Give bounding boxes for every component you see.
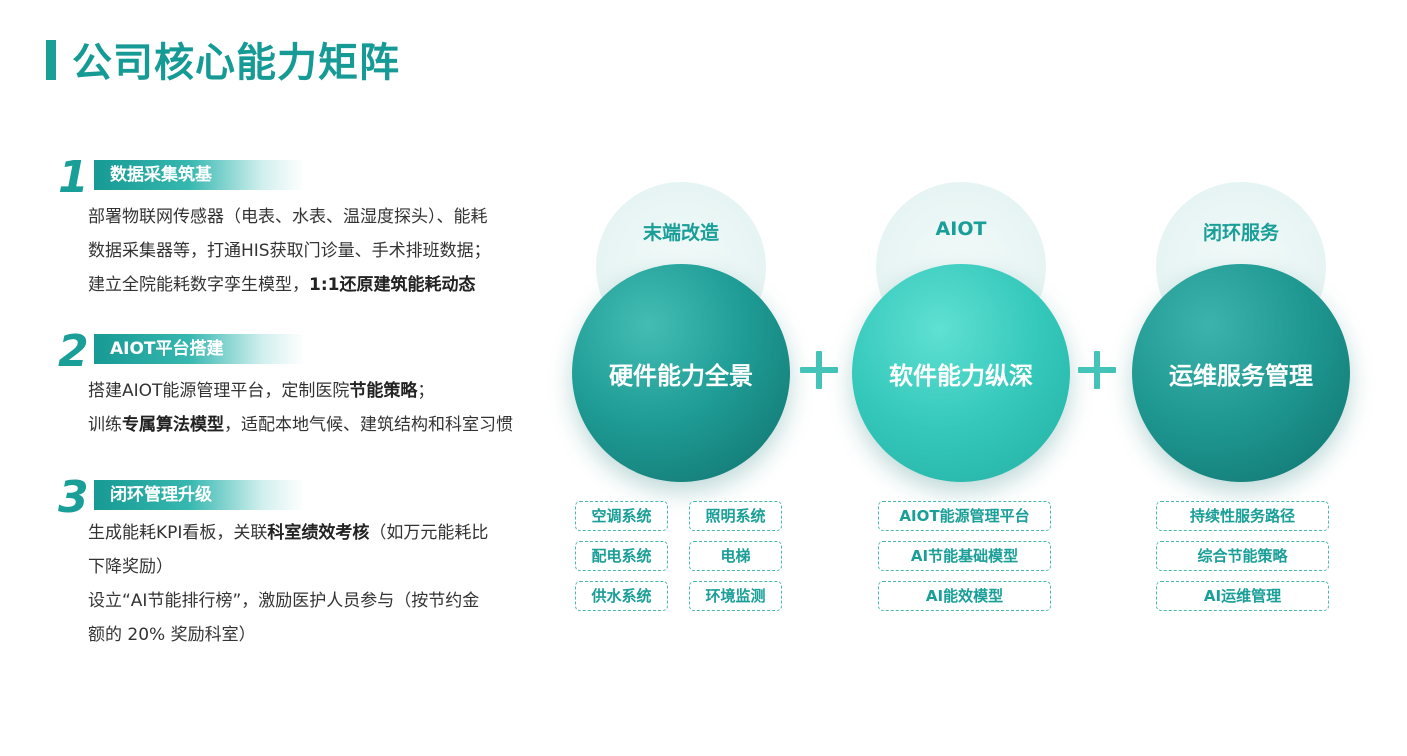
column-operations: 闭环服务 运维服务管理: [1130, 182, 1370, 622]
capability-tag: 空调系统: [575, 501, 668, 531]
body-text: ，适配本地气候、建筑结构和科室习惯: [224, 415, 513, 435]
body-text: 设立“AI节能排行榜”，激励医护人员参与（按节约金: [88, 591, 480, 611]
body-text: 训练: [88, 415, 122, 435]
capability-tag: 照明系统: [689, 501, 782, 531]
section-number: 3: [58, 472, 89, 523]
section-line: 生成能耗KPI看板，关联科室绩效考核（如万元能耗比: [88, 516, 488, 550]
section-number: 1: [58, 152, 89, 203]
halo-label: 末端改造: [642, 222, 719, 244]
title-accent-bar: [46, 40, 56, 80]
body-text: 建立全院能耗数字孪生模型，: [88, 275, 309, 295]
capability-tag: 供水系统: [575, 581, 668, 611]
body-text: ；: [417, 381, 435, 401]
capability-tag: AI节能基础模型: [878, 541, 1051, 571]
body-text: （如万元能耗比: [369, 523, 489, 543]
capability-tag: 持续性服务路径: [1156, 501, 1329, 531]
highlight-text: 1:1还原建筑能耗动态: [309, 275, 476, 295]
capability-circle: 软件能力纵深: [852, 264, 1070, 482]
section-body: 生成能耗KPI看板，关联科室绩效考核（如万元能耗比 下降奖励） 设立“AI节能排…: [88, 516, 488, 652]
section-line: 数据采集器等，打通HIS获取门诊量、手术排班数据；: [88, 234, 491, 268]
section-line: 训练专属算法模型，适配本地气候、建筑结构和科室习惯: [88, 408, 513, 442]
capability-tag: AI运维管理: [1156, 581, 1329, 611]
section-body: 部署物联网传感器（电表、水表、温湿度探头）、能耗 数据采集器等，打通HIS获取门…: [88, 200, 491, 302]
highlight-text: 专属算法模型: [122, 415, 224, 435]
capability-tag: AIOT能源管理平台: [878, 501, 1051, 531]
section-tag: 闭环管理升级: [94, 480, 304, 510]
body-text: 额的 20% 奖励科室）: [88, 625, 256, 645]
column-software: AIOT 软件能力纵深: [850, 182, 1090, 622]
capability-tag: 环境监测: [689, 581, 782, 611]
capability-tag: AI能效模型: [878, 581, 1051, 611]
section-line: 额的 20% 奖励科室）: [88, 618, 488, 652]
highlight-text: 科室绩效考核: [267, 523, 370, 543]
capability-circle: 硬件能力全景: [572, 264, 790, 482]
highlight-text: 节能策略: [349, 381, 418, 401]
halo-label: 闭环服务: [1202, 222, 1279, 244]
section-tag: 数据采集筑基: [94, 160, 304, 190]
section-line: 部署物联网传感器（电表、水表、温湿度探头）、能耗: [88, 200, 491, 234]
capability-tag: 电梯: [689, 541, 782, 571]
section-line: 建立全院能耗数字孪生模型，1:1还原建筑能耗动态: [88, 268, 491, 302]
capability-tag: 配电系统: [575, 541, 668, 571]
body-text: 搭建AIOT能源管理平台，定制医院: [88, 381, 350, 401]
section-line: 搭建AIOT能源管理平台，定制医院节能策略；: [88, 374, 513, 408]
page-title: 公司核心能力矩阵: [72, 40, 400, 86]
capability-tag: 综合节能策略: [1156, 541, 1329, 571]
column-hardware: 末端改造 硬件能力全景: [570, 182, 810, 622]
body-text: 部署物联网传感器（电表、水表、温湿度探头）、能耗: [88, 207, 488, 227]
capability-circle: 运维服务管理: [1132, 264, 1350, 482]
body-text: 数据采集器等，打通HIS获取门诊量、手术排班数据；: [88, 241, 491, 261]
halo-label: AIOT: [935, 218, 987, 240]
section-body: 搭建AIOT能源管理平台，定制医院节能策略； 训练专属算法模型，适配本地气候、建…: [88, 374, 513, 442]
plus-icon: [1078, 351, 1116, 389]
section-line: 设立“AI节能排行榜”，激励医护人员参与（按节约金: [88, 584, 488, 618]
plus-icon: [800, 351, 838, 389]
section-line: 下降奖励）: [88, 550, 488, 584]
body-text: 生成能耗KPI看板，关联: [88, 523, 268, 543]
body-text: 下降奖励）: [88, 557, 173, 577]
section-number: 2: [58, 326, 89, 377]
section-tag: AIOT平台搭建: [94, 334, 304, 364]
